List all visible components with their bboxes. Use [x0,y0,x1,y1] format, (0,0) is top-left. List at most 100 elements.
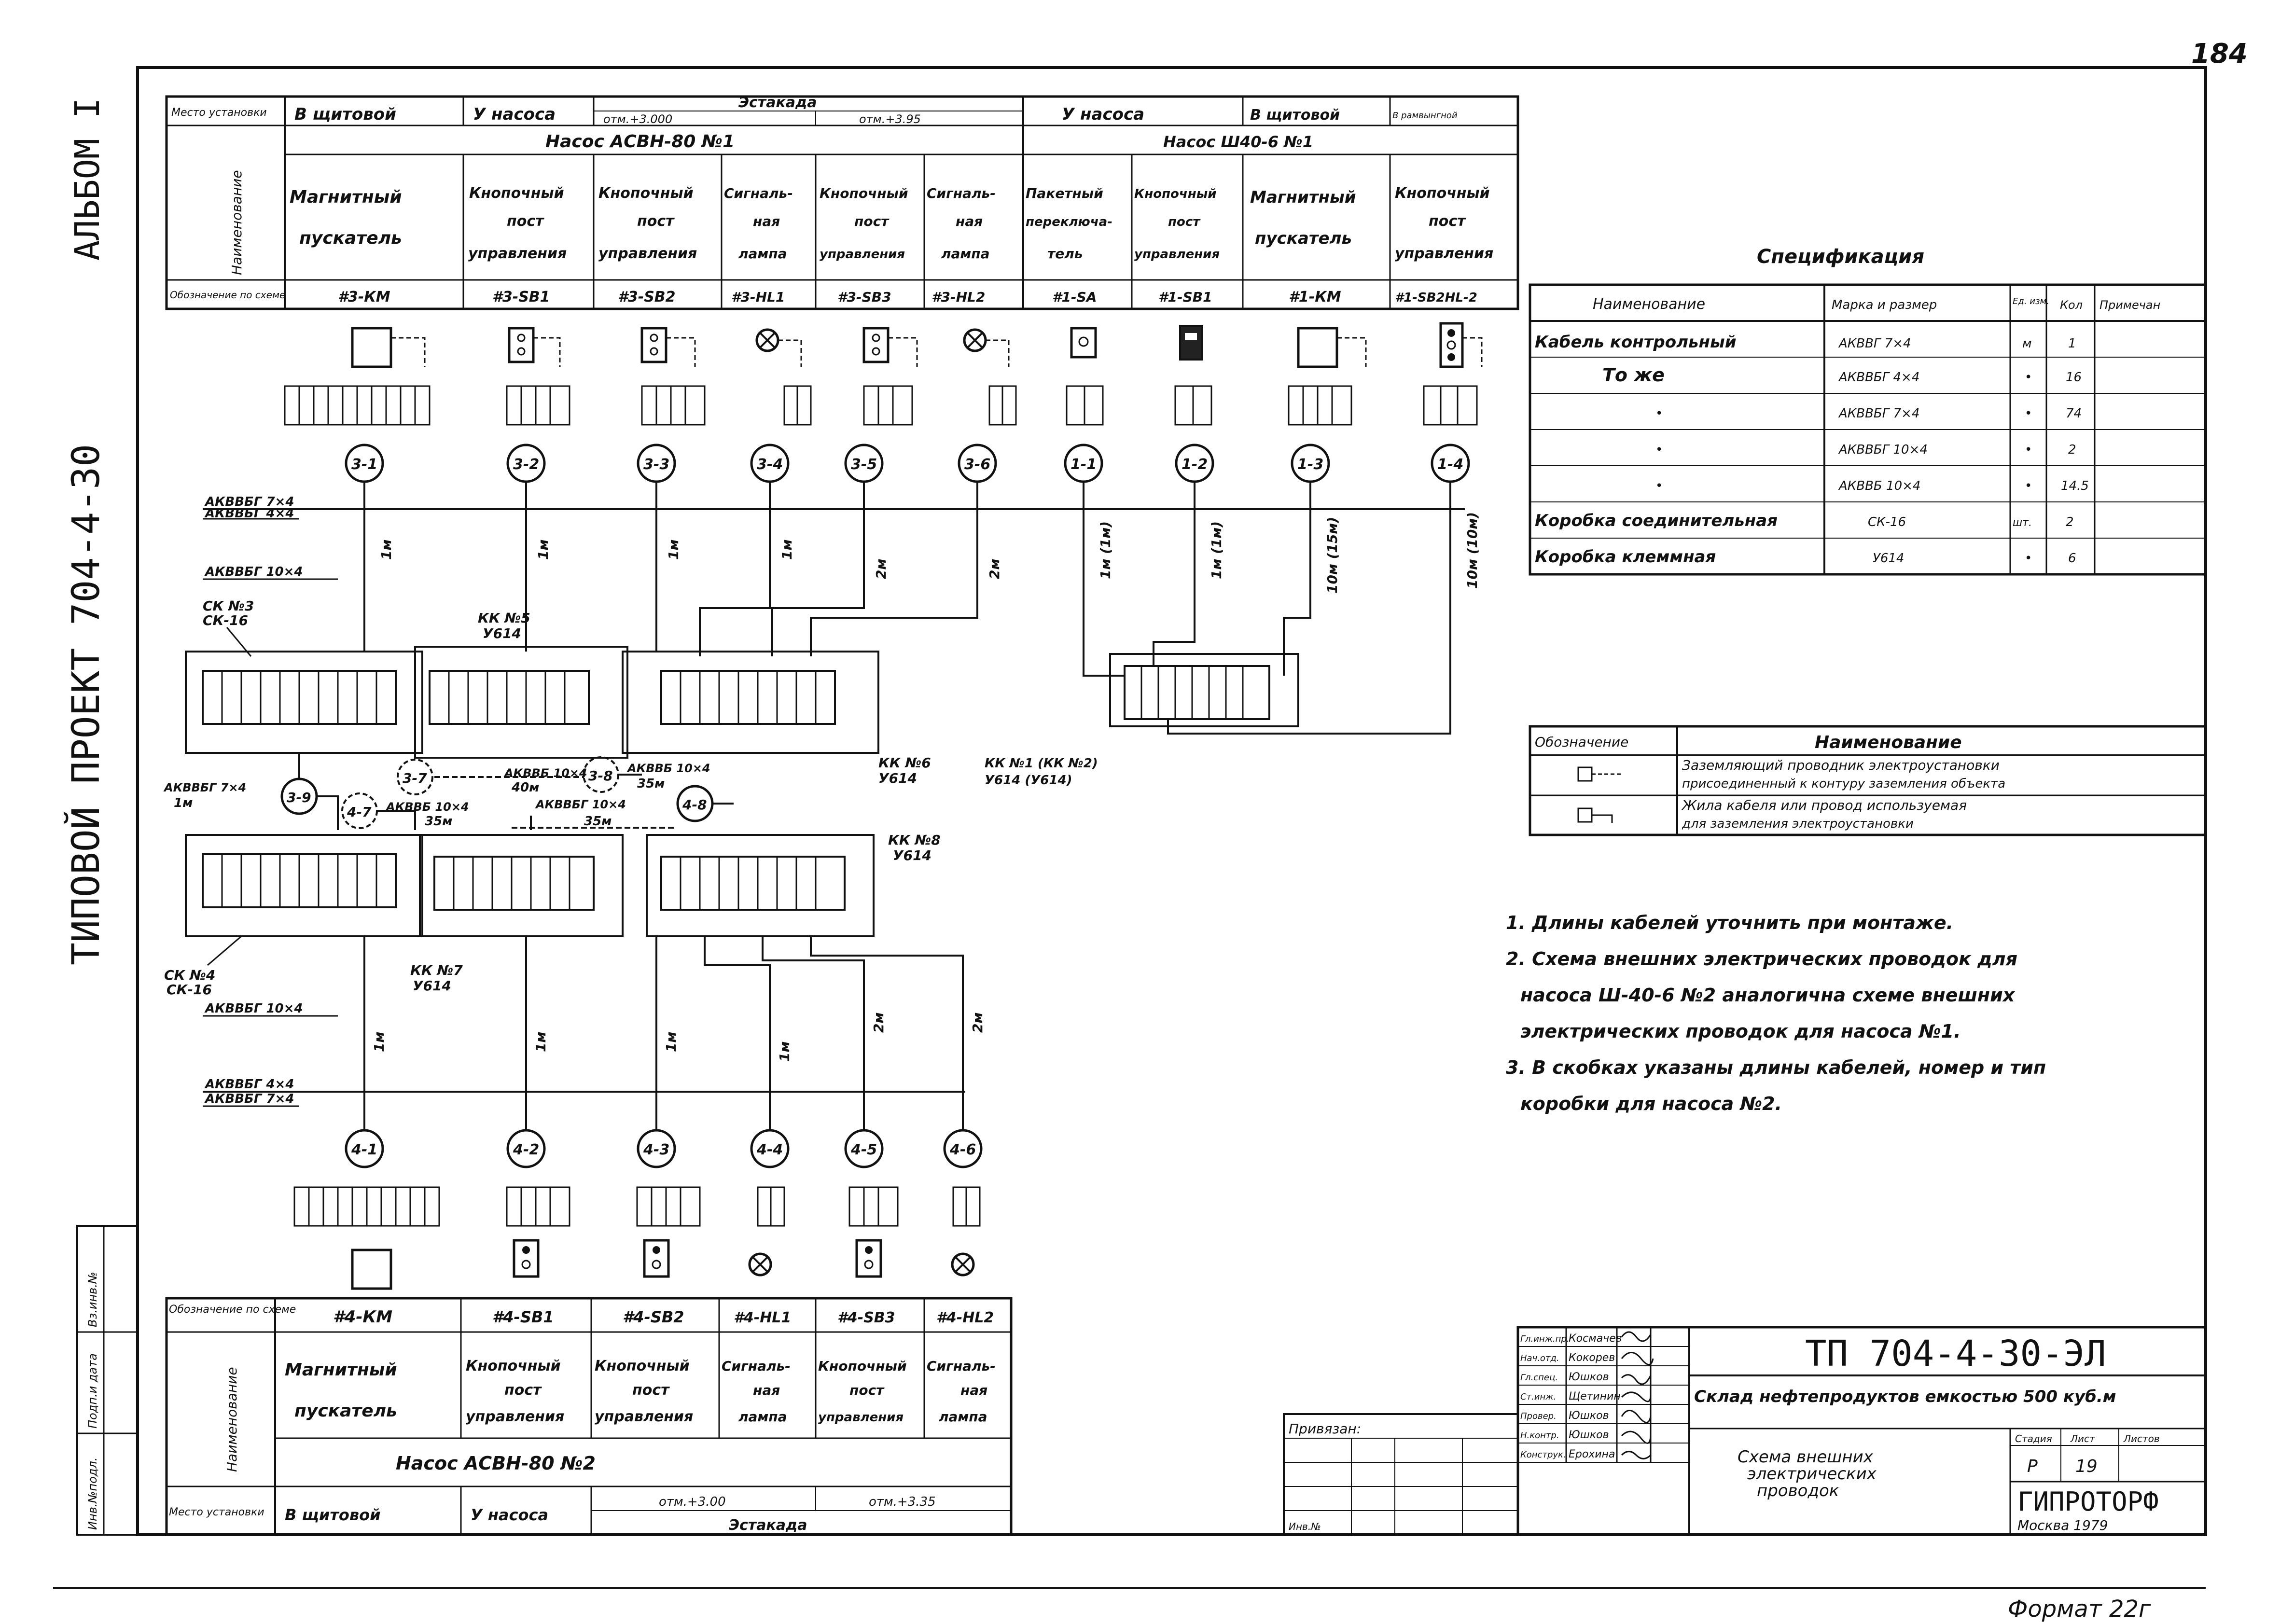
svg-text:4-7: 4-7 [347,804,372,820]
svg-text:1м (1м): 1м (1м) [1209,521,1224,579]
svg-text:•: • [2025,406,2032,421]
svg-text:Место установки: Место установки [169,1506,264,1518]
terminal-box-kk8: КК №8 У614 [646,832,941,937]
svg-text:У614: У614 [1873,551,1904,566]
svg-text:6: 6 [2068,551,2076,566]
svg-text:4-8: 4-8 [682,797,707,813]
svg-text:В щитовой: В щитовой [294,105,396,124]
svg-text:пост: пост [854,213,890,229]
svg-text:40м: 40м [511,780,539,795]
node-1-2: 1-2 [1175,444,1214,483]
svg-text:•: • [1655,406,1663,421]
svg-text:Насос АСВН-80 №1: Насос АСВН-80 №1 [545,132,735,152]
side-stamp: Инв.№подл. Подп.и дата Вз.инв.№ [76,1225,139,1536]
svg-text:Привязан:: Привязан: [1289,1421,1361,1437]
node-3-6: 3-6 [958,444,997,483]
svg-text:У614: У614 [413,978,451,994]
svg-text:3-8: 3-8 [588,768,613,784]
svg-text:2: 2 [2068,443,2076,457]
svg-text:проводок: проводок [1757,1481,1839,1500]
node-4-2: 4-2 [506,1129,546,1168]
svg-text:ная: ная [753,213,780,229]
svg-text:19: 19 [2075,1457,2098,1476]
svg-text:КК №1 (КК №2): КК №1 (КК №2) [985,756,1098,771]
svg-text:#4-SB2: #4-SB2 [623,1308,684,1326]
svg-text:1м: 1м [378,540,394,560]
svg-text:Щетинин: Щетинин [1569,1390,1621,1402]
svg-text:для заземления электроустановк: для заземления электроустановки [1682,817,1914,831]
svg-text:Гл.спец.: Гл.спец. [1520,1373,1558,1383]
svg-text:1: 1 [2068,336,2076,351]
svg-text:Кнопочный: Кнопочный [466,1358,561,1374]
svg-text:присоединенный к контуру зазем: присоединенный к контуру заземления объе… [1682,777,2005,791]
svg-text:74: 74 [2066,406,2082,421]
svg-text:Кнопочный: Кнопочный [595,1358,690,1374]
svg-text:Жила кабеля или провод использ: Жила кабеля или провод используемая [1681,797,1967,813]
button-post-icon [1179,325,1203,361]
svg-text:лампа: лампа [738,1409,787,1425]
svg-text:#3-SB3: #3-SB3 [837,289,891,305]
svg-text:отм.+3.000: отм.+3.000 [603,112,672,126]
svg-text:Эстакада: Эстакада [738,94,817,111]
page-number: 184 [2191,38,2248,69]
svg-text:КК №8: КК №8 [888,832,941,848]
svg-text:3-6: 3-6 [964,456,990,473]
project-label: ТИПОВОЙ ПРОЕКТ 704-4-30 [64,444,108,965]
button-post-icon [508,327,535,363]
svg-text:АКВВБГ 7×4: АКВВБГ 7×4 [204,1092,294,1106]
svg-text:Лист: Лист [2070,1433,2096,1444]
svg-text:10м (10м): 10м (10м) [1464,512,1480,589]
svg-text:Москва 1979: Москва 1979 [2017,1517,2108,1533]
svg-text:коробки для насоса №2.: коробки для насоса №2. [1520,1093,1782,1114]
svg-text:35м: 35м [637,777,665,791]
svg-text:4-1: 4-1 [351,1141,377,1158]
svg-text:•: • [1655,479,1663,493]
svg-text:•: • [2025,443,2032,457]
button-post-icon [513,1239,540,1278]
terminal-box-kk1: КК №1 (КК №2) У614 (У614) [985,653,1299,788]
svg-text:#1-SA: #1-SA [1052,289,1097,305]
svg-text:АКВВБГ 10×4: АКВВБГ 10×4 [535,798,626,811]
lower-cable-runs [363,936,964,1129]
node-1-4: 1-4 [1431,444,1470,483]
svg-text:АКВВБГ 4×4: АКВВБГ 4×4 [204,1077,294,1092]
svg-text:3-9: 3-9 [287,790,311,805]
svg-text:4-4: 4-4 [756,1141,783,1158]
svg-text:#4-HL1: #4-HL1 [734,1309,791,1326]
svg-text:Наименование: Наименование [1815,733,1962,752]
svg-text:ная: ная [956,213,983,229]
node-4-6: 4-6 [943,1129,983,1168]
svg-text:АКВВБГ 7×4: АКВВБГ 7×4 [163,781,246,794]
button-post-icon [862,327,890,363]
pump2-table: Обозначение по схеме Наименование Место … [165,1297,1013,1536]
svg-text:Сигналь-: Сигналь- [927,1358,996,1374]
svg-text:АКВВБГ 7×4: АКВВБГ 7×4 [1838,406,1919,421]
svg-text:Кабель контрольный: Кабель контрольный [1535,333,1737,352]
svg-text:Кнопочный: Кнопочный [1395,185,1490,202]
svg-text:Кол: Кол [2060,298,2083,312]
svg-text:#4-HL2: #4-HL2 [936,1309,994,1326]
svg-text:У614: У614 [878,770,917,786]
svg-text:тель: тель [1047,246,1083,262]
svg-text:СК №3: СК №3 [203,598,254,614]
svg-text:Заземляющий проводник электроу: Заземляющий проводник электроустановки [1682,757,2000,773]
bottom-devices [293,1186,981,1290]
svg-text:Сигналь-: Сигналь- [927,185,996,201]
packet-switch-icon [1070,327,1097,359]
svg-text:АКВВБГ 10×4: АКВВБГ 10×4 [1838,443,1928,457]
notes: 1. Длины кабелей уточнить при монтаже. 2… [1506,912,2046,1114]
svg-text:ная: ная [960,1382,987,1398]
svg-text:#1-SB2HL-2: #1-SB2HL-2 [1395,291,1477,305]
svg-text:АКВВБГ 4×4: АКВВБГ 4×4 [1838,370,1919,385]
terminal-box-kk6: КК №6 У614 [622,651,931,786]
signatures [1621,1331,1654,1459]
svg-text:АКВВГ 7×4: АКВВГ 7×4 [1838,336,1911,351]
svg-text:пост: пост [1168,215,1201,229]
svg-text:управления: управления [818,1410,904,1425]
svg-text:управления: управления [466,1408,564,1425]
magnetic-starter-icon [351,1249,392,1290]
node-4-5: 4-5 [844,1129,884,1168]
node-3-2: 3-2 [506,444,546,483]
svg-text:лампа: лампа [941,246,990,262]
